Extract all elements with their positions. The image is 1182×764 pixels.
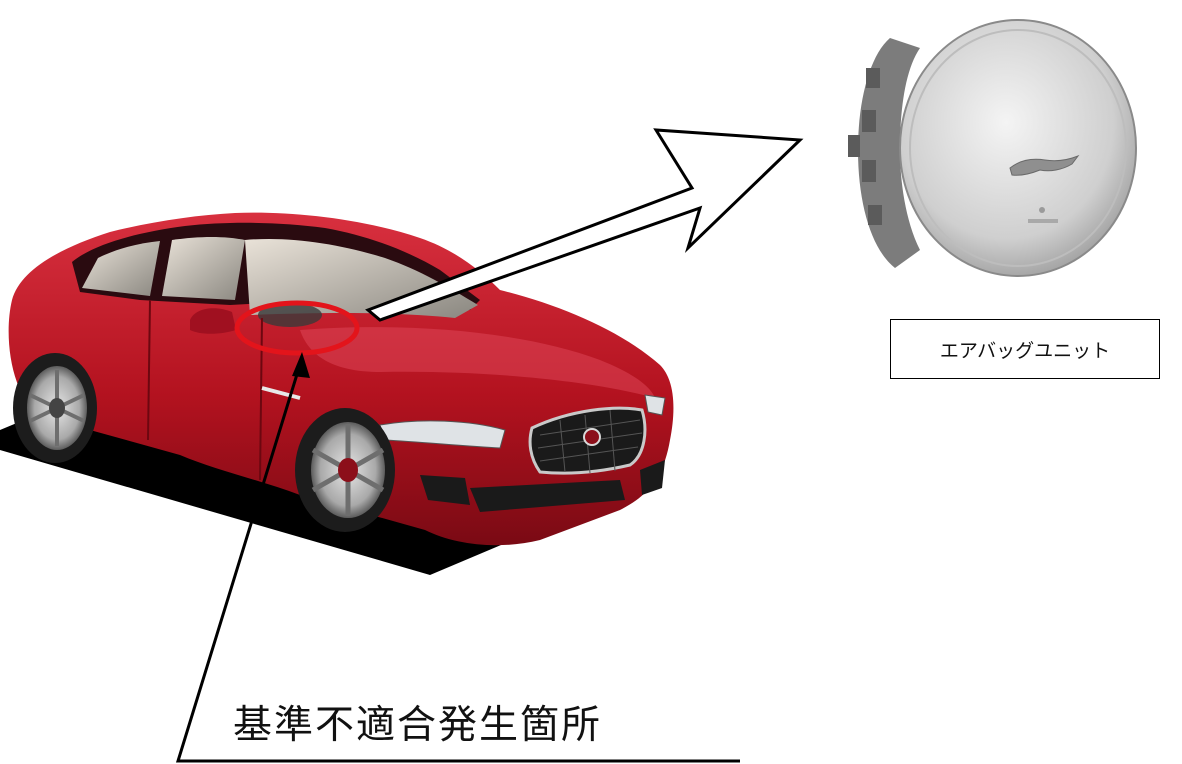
- car-headlight-right: [644, 394, 666, 416]
- airbag-unit-label: エアバッグユニット: [890, 319, 1160, 379]
- car-door-line-2: [259, 317, 263, 481]
- car-headlight: [379, 420, 506, 449]
- airbag-wordmark: [1028, 219, 1058, 223]
- airbag-small-logo: [1039, 207, 1045, 213]
- car-image: [8, 212, 674, 546]
- defect-location-label: 基準不適合発生箇所: [233, 703, 603, 748]
- airbag-cover-rim: [909, 29, 1127, 267]
- defect-highlight-circle: [234, 300, 360, 356]
- callout-arrow-to-airbag: [365, 128, 804, 322]
- grille-mesh: [537, 409, 643, 474]
- car-ground-shadow: [0, 405, 560, 575]
- car-rear-wheel: [13, 353, 97, 463]
- airbag-cover: [899, 19, 1137, 277]
- defect-leader-line: [175, 357, 740, 763]
- airbag-unit-image: [848, 19, 1137, 277]
- car-side-intake-right: [640, 460, 665, 495]
- car-steering-wheel: [258, 303, 322, 327]
- jaguar-growler-icon: [583, 428, 601, 446]
- car-door-line: [147, 299, 151, 441]
- car-lower-intake: [470, 480, 625, 512]
- car-front-side-window: [162, 237, 245, 300]
- airbag-housing-clips: [848, 68, 882, 225]
- defect-leader-arrowhead: [292, 352, 310, 378]
- car-side-vent: [261, 386, 301, 400]
- car-front-wheel: [295, 408, 395, 532]
- airbag-unit-label-text: エアバッグユニット: [939, 339, 1111, 362]
- car-rear-window: [82, 241, 160, 296]
- jaguar-leaper-icon: [1009, 154, 1080, 176]
- car-side-intake: [420, 475, 470, 505]
- car-mirror: [190, 308, 236, 334]
- car-hood-highlight: [300, 327, 655, 398]
